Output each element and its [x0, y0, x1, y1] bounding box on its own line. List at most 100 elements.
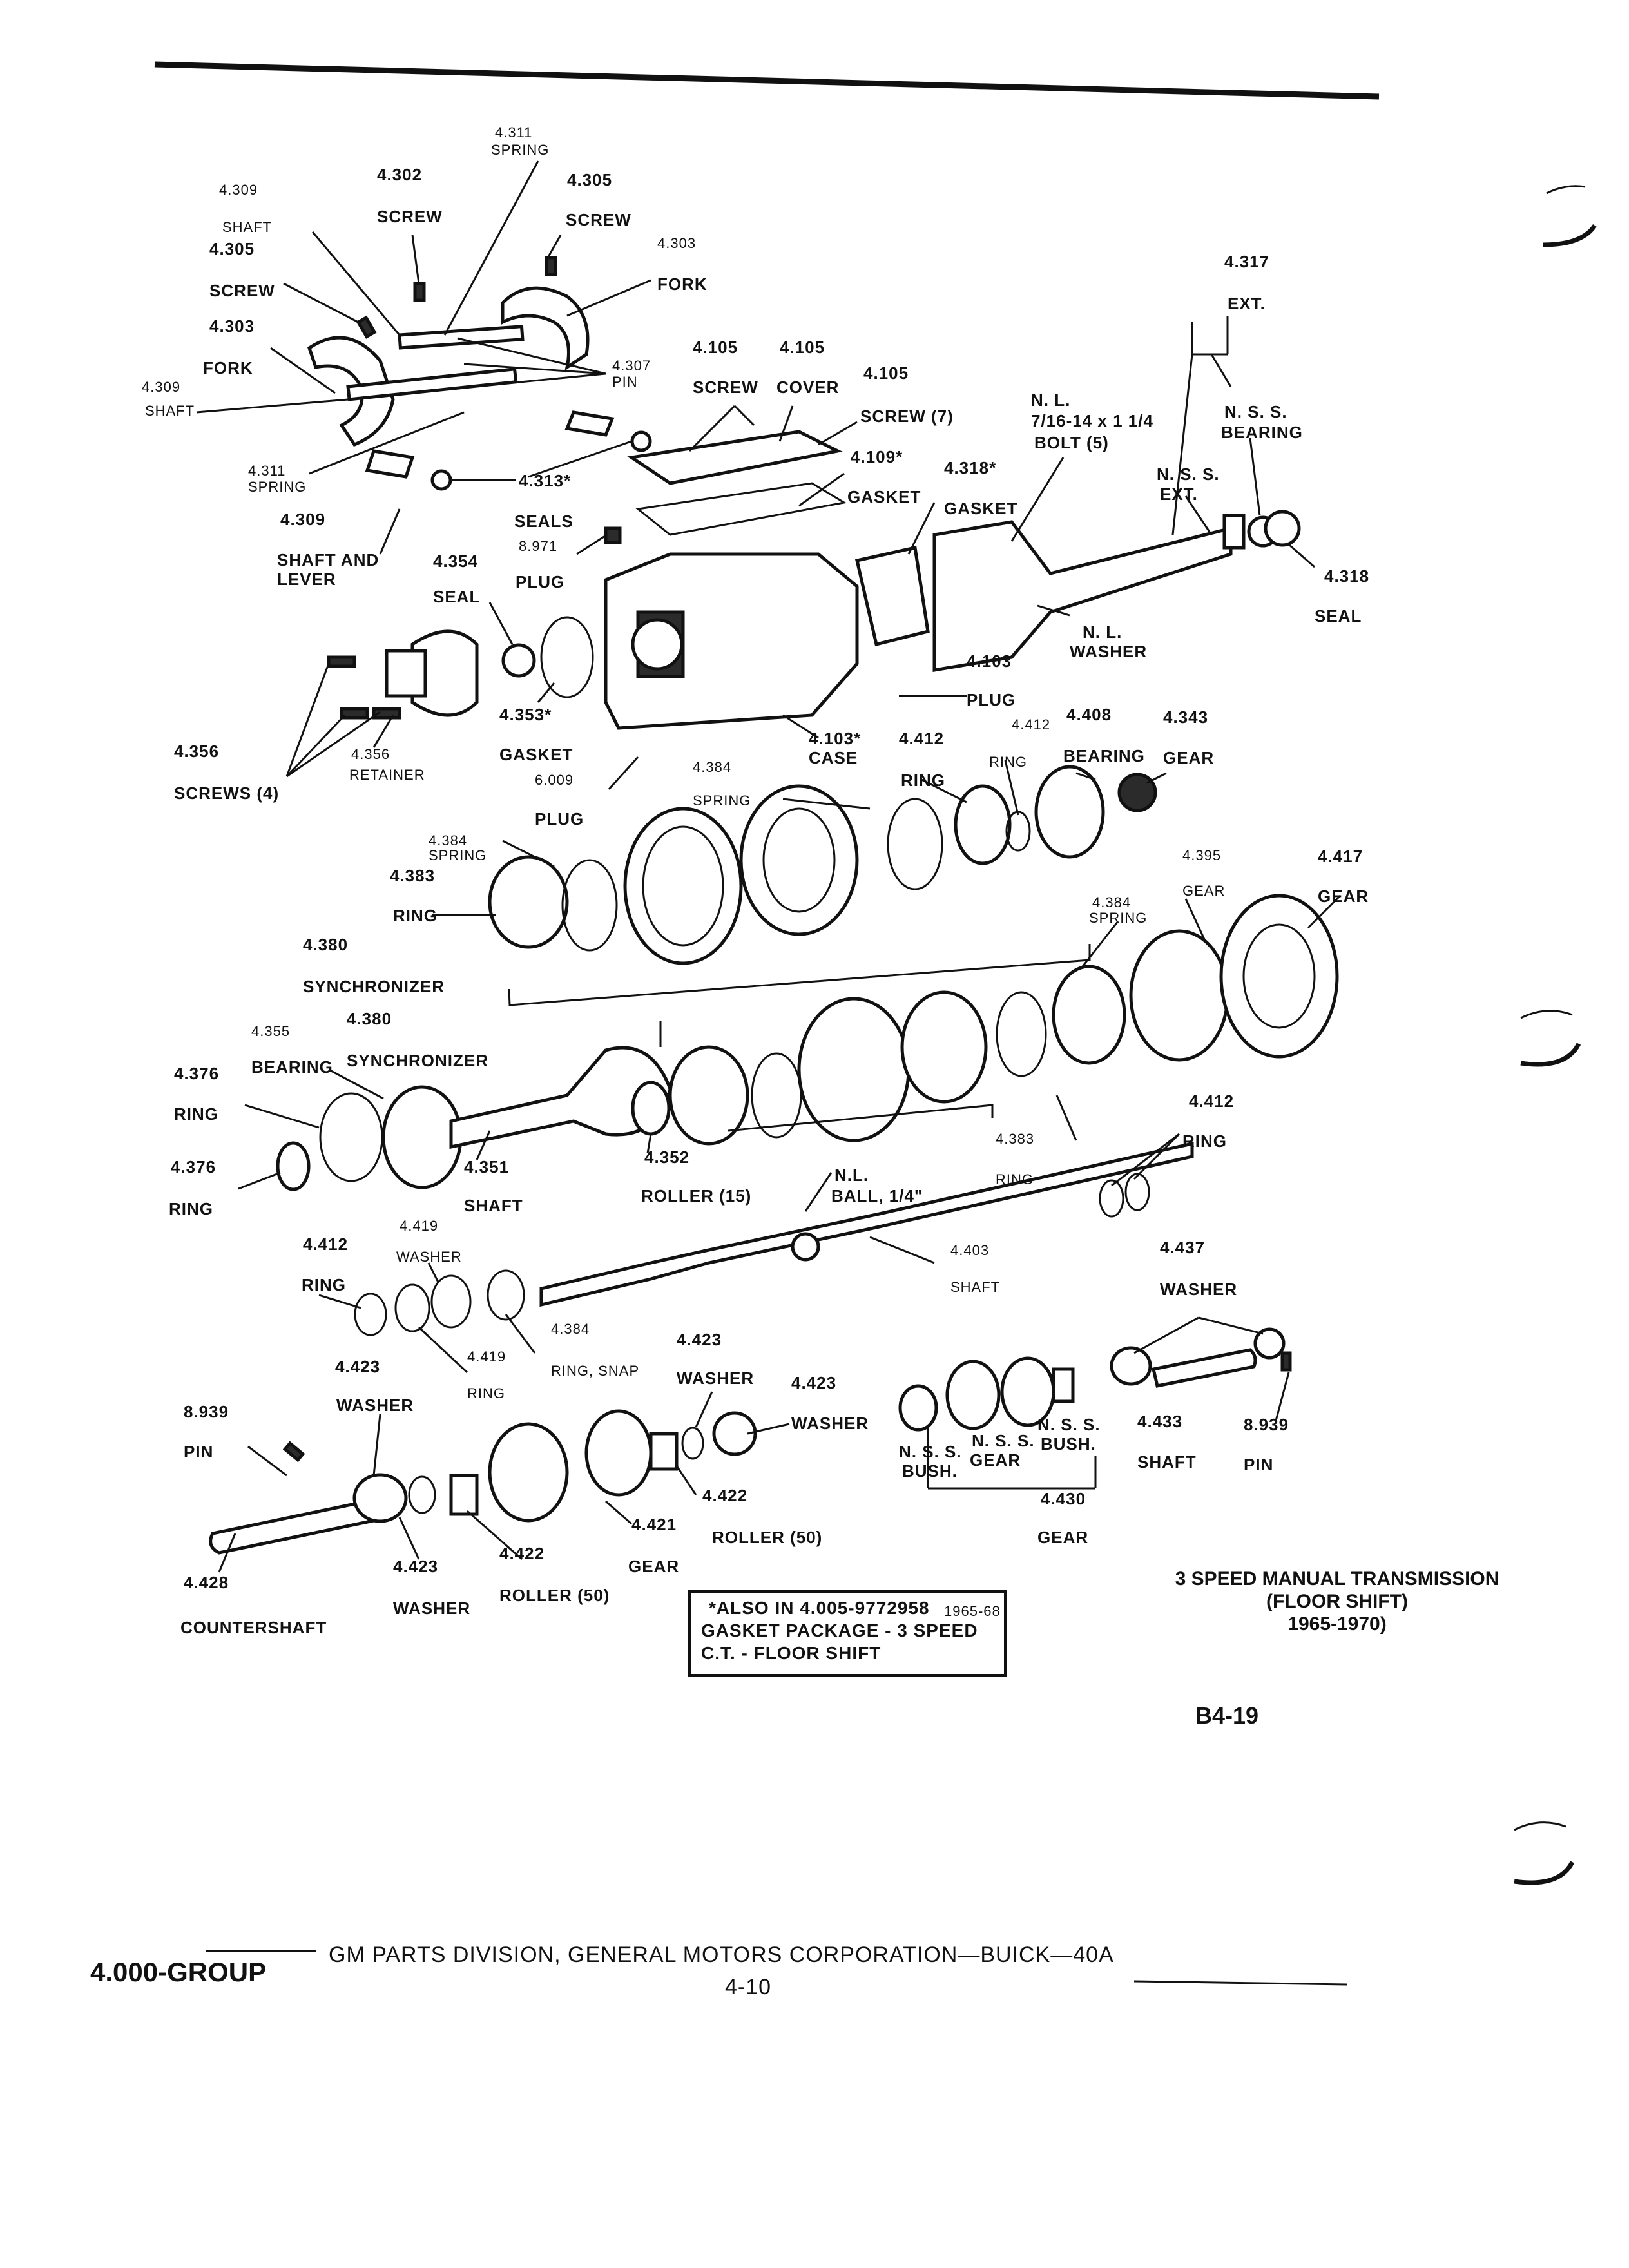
- top-rule: [154, 61, 1380, 100]
- label-nss-bush-r-b: BUSH.: [1041, 1434, 1096, 1454]
- top-cover: [627, 430, 843, 485]
- label-8971: 8.971: [519, 538, 557, 554]
- bearing-4355: [381, 1085, 463, 1189]
- label-4356-ret-b: RETAINER: [349, 767, 425, 783]
- label-4423-d: 4.423: [335, 1357, 380, 1376]
- shift-shaft-upper: [398, 325, 525, 350]
- label-4422-a-b: ROLLER (50): [499, 1586, 610, 1605]
- label-4380-b: 4.380: [347, 1009, 392, 1028]
- label-4305-l-b: SCREW: [209, 281, 275, 300]
- label-4356: 4.356: [174, 742, 219, 761]
- note-line-1-handwritten: 1965-68: [944, 1603, 1001, 1619]
- label-4305-top-b: SCREW: [566, 210, 631, 229]
- label-4355-b: BEARING: [251, 1057, 333, 1077]
- figure-reference: B4-19: [1195, 1702, 1258, 1729]
- margin-marks: [1514, 185, 1597, 1885]
- mainshaft-4403: [539, 1141, 1194, 1307]
- label-4412-d-b: RING: [302, 1275, 346, 1294]
- label-4313: 4.313*: [519, 471, 571, 490]
- input-shaft-4351: [449, 1046, 672, 1149]
- label-4384-r-b: SPRING: [1089, 910, 1147, 926]
- front-bearing-retainer: [410, 629, 479, 717]
- label-4353-b: GASKET: [499, 745, 573, 764]
- label-4376-a-b: RING: [174, 1104, 218, 1124]
- transmission-case: [604, 552, 859, 730]
- label-4302-b: SCREW: [377, 207, 443, 226]
- label-4303-l: 4.303: [209, 316, 255, 336]
- label-4437: 4.437: [1160, 1238, 1205, 1257]
- label-8939-l: 8.939: [184, 1402, 229, 1421]
- label-4403: 4.403: [950, 1242, 989, 1258]
- label-4355: 4.355: [251, 1023, 290, 1039]
- label-4305-l: 4.305: [209, 239, 255, 258]
- label-4311-top-b: SPRING: [491, 142, 549, 158]
- label-4412-b: 4.412: [1012, 716, 1050, 733]
- label-6009-b: PLUG: [535, 809, 584, 829]
- roller-4352: [631, 1081, 671, 1136]
- title-line-2: (FLOOR SHIFT): [1266, 1591, 1408, 1612]
- note-line-3: C.T. - FLOOR SHIFT: [701, 1643, 881, 1663]
- label-nl-ball: N.L.: [834, 1166, 869, 1185]
- label-4384-snap-b: RING, SNAP: [551, 1363, 639, 1379]
- label-nss-bush-r: N. S. S.: [1037, 1415, 1101, 1434]
- shift-fork-right: [501, 286, 590, 371]
- label-4303-r: 4.303: [657, 235, 696, 251]
- label-4343-b: GEAR: [1163, 748, 1214, 767]
- label-4105-b-b: COVER: [776, 378, 839, 397]
- label-4380-b-b: SYNCHRONIZER: [347, 1051, 488, 1070]
- label-4311-l: 4.311: [248, 463, 285, 479]
- label-4356-b: SCREWS (4): [174, 783, 279, 803]
- label-4423-c-b: WASHER: [791, 1414, 869, 1433]
- label-4307-b: PIN: [612, 374, 638, 390]
- label-4380-a: 4.380: [303, 935, 348, 954]
- label-4309-b2: SHAFT AND: [277, 550, 379, 570]
- label-4423-a: 4.423: [335, 1357, 380, 1376]
- label-4421-b: GEAR: [628, 1557, 679, 1576]
- label-4423-e-b: WASHER: [393, 1599, 470, 1618]
- label-4313-b: SEALS: [514, 512, 574, 531]
- label-4395-b: GEAR: [1182, 883, 1225, 899]
- label-4422-a: 4.422: [499, 1544, 545, 1563]
- label-4105-a: 4.105: [693, 338, 738, 357]
- label-4395: 4.395: [1182, 847, 1221, 863]
- ring-4412-a: [954, 784, 1012, 865]
- footer-group: 4.000-GROUP: [90, 1957, 266, 1987]
- synchronizer-hub-upper: [739, 784, 859, 936]
- bearing-4408: [1034, 765, 1105, 859]
- footer-publisher: GM PARTS DIVISION, GENERAL MOTORS CORPOR…: [329, 1943, 1114, 1967]
- label-nss-brg: N. S. S.: [1224, 402, 1287, 421]
- label-4412-a-b: RING: [901, 771, 945, 790]
- synchronizer-ring-l: [488, 855, 569, 949]
- label-4302: 4.302: [377, 165, 422, 184]
- label-4433: 4.433: [1137, 1412, 1182, 1431]
- label-4317-b: EXT.: [1228, 294, 1266, 313]
- countershaft-4428: [209, 1499, 378, 1555]
- label-4384-l-b: SPRING: [429, 847, 487, 863]
- label-4421: 4.421: [631, 1515, 677, 1534]
- label-nss-ext: N. S. S.: [1157, 465, 1220, 484]
- label-4419-top: 4.419: [400, 1218, 438, 1234]
- gear-4417: [1219, 894, 1339, 1059]
- label-nl-ball-b: BALL, 1/4": [831, 1186, 923, 1206]
- screw-302: [413, 282, 426, 302]
- front-seal: [501, 643, 536, 678]
- label-4412-c-b: RING: [1182, 1131, 1227, 1151]
- label-4423-b-b: WASHER: [677, 1369, 754, 1388]
- extension-seal: [1264, 510, 1301, 547]
- label-4109: 4.109*: [851, 447, 903, 466]
- gasket-note-box: *ALSO IN 4.005-9772958 1965-68 GASKET PA…: [688, 1590, 1007, 1677]
- label-4318-top: 4.318*: [944, 458, 996, 477]
- label-4309-mid: 4.309: [142, 379, 180, 395]
- label-4403-b: SHAFT: [950, 1279, 1000, 1295]
- synchronizer-hub-lower: [900, 990, 988, 1104]
- label-4354-b: SEAL: [433, 587, 480, 606]
- label-nl-washer-b: WASHER: [1070, 642, 1147, 661]
- label-4307: 4.307: [612, 358, 651, 374]
- page-footer: 4.000-GROUP GM PARTS DIVISION, GENERAL M…: [90, 1943, 1347, 1999]
- label-4352: 4.352: [644, 1148, 689, 1167]
- label-4103-plug-b: PLUG: [967, 690, 1016, 709]
- label-nss-brg-b: BEARING: [1221, 423, 1303, 442]
- cover-gasket: [635, 482, 847, 536]
- label-4376-b: 4.376: [171, 1157, 216, 1177]
